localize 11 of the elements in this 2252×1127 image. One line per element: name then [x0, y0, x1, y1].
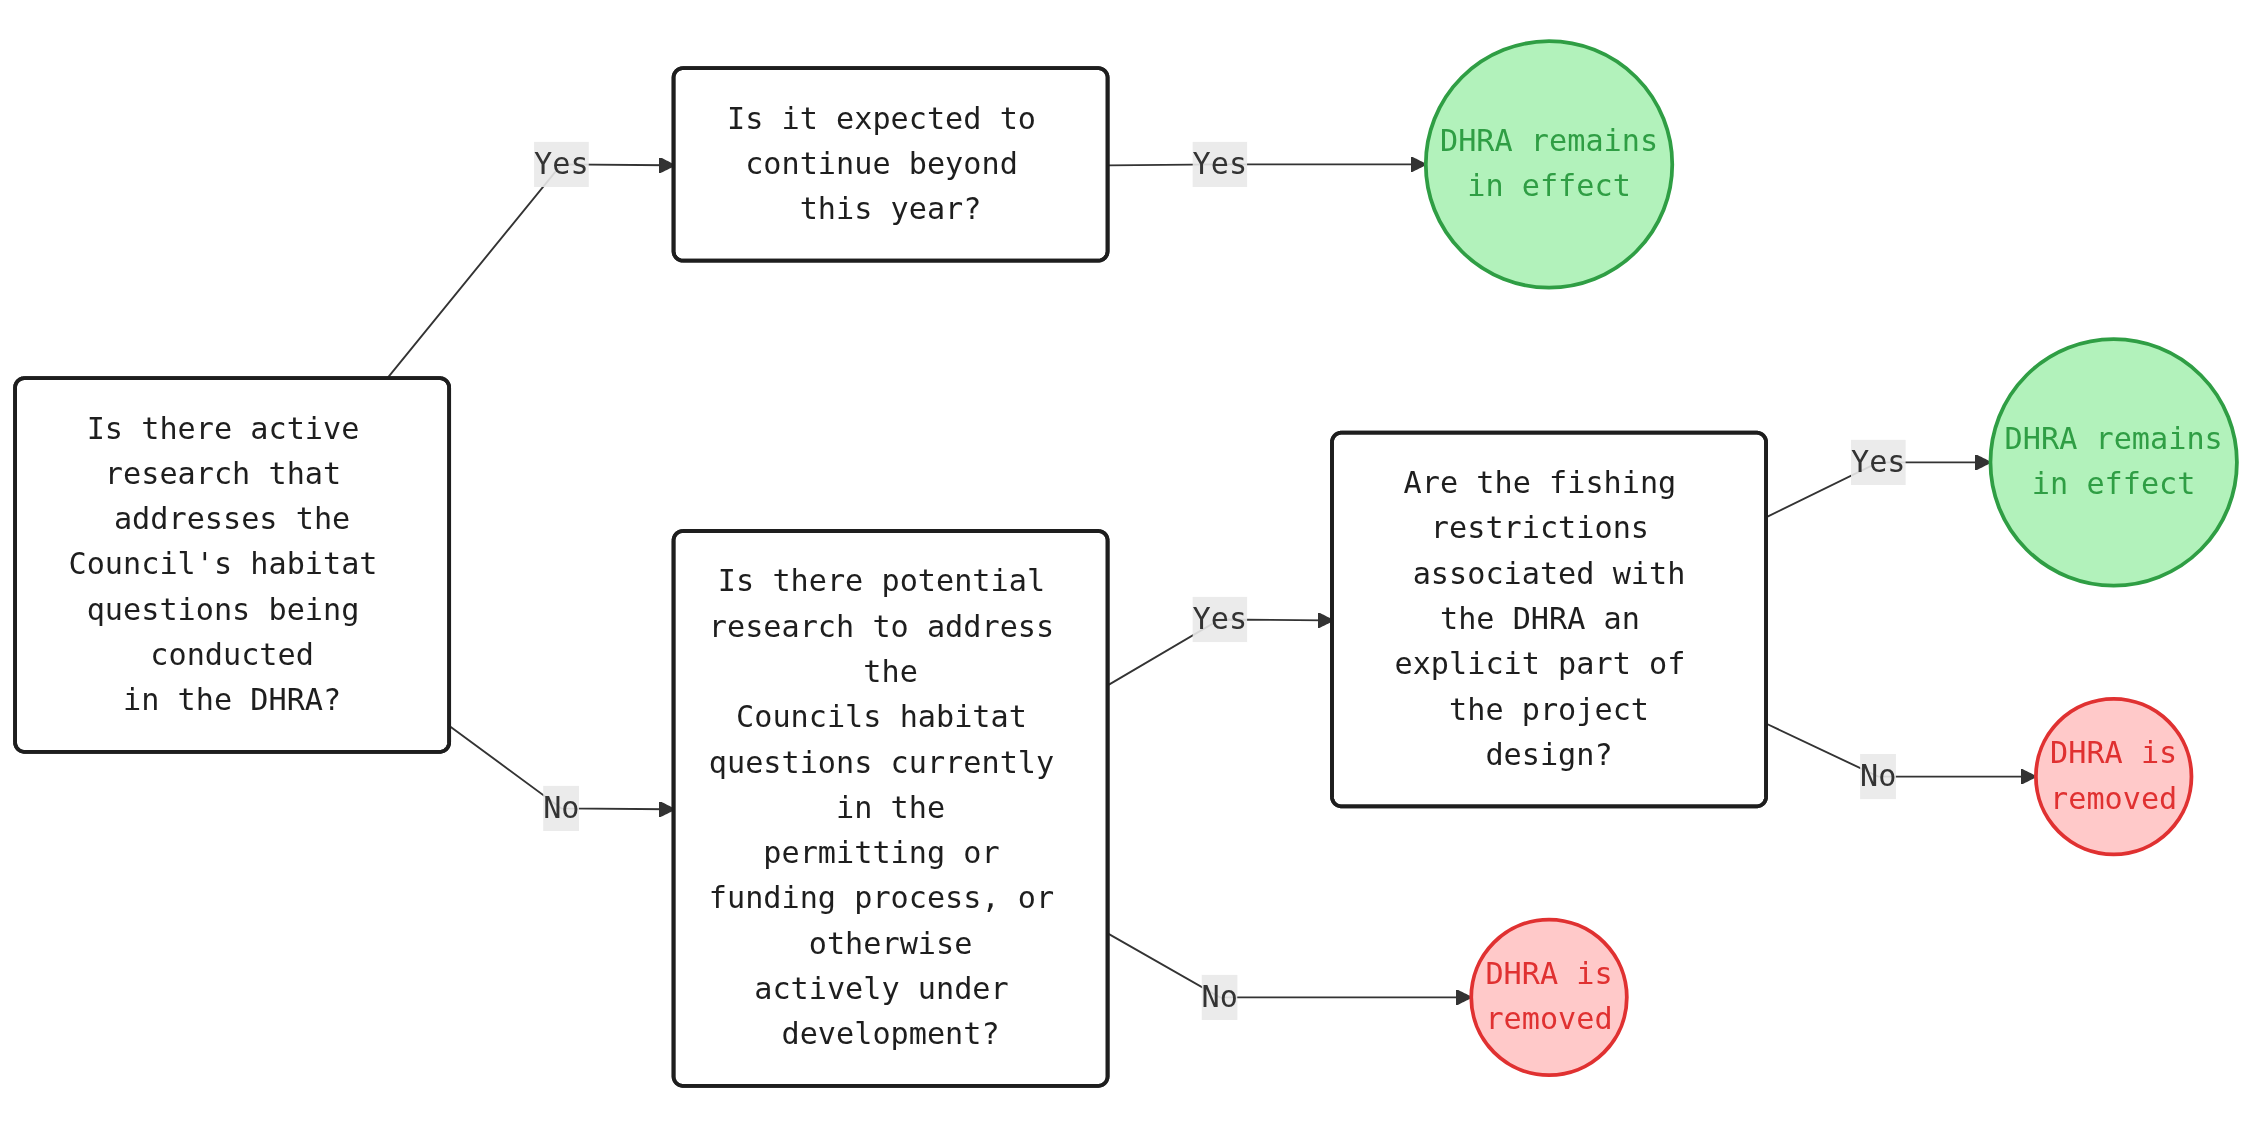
edge-label: Yes [1850, 443, 1906, 480]
edge-label: Yes [1192, 600, 1248, 637]
edge-label: No [1860, 757, 1897, 794]
edge-label: No [1201, 978, 1238, 1015]
edge-label: Yes [1192, 145, 1248, 182]
edge-label: Yes [534, 145, 589, 182]
node-circle: DHRA remains in effect [1988, 337, 2239, 588]
node-circle: DHRA is removed [2034, 696, 2194, 857]
node-circle: DHRA remains in effect [1423, 39, 1675, 290]
node-circle: DHRA is removed [1469, 917, 1629, 1077]
edge-label: No [543, 789, 580, 826]
